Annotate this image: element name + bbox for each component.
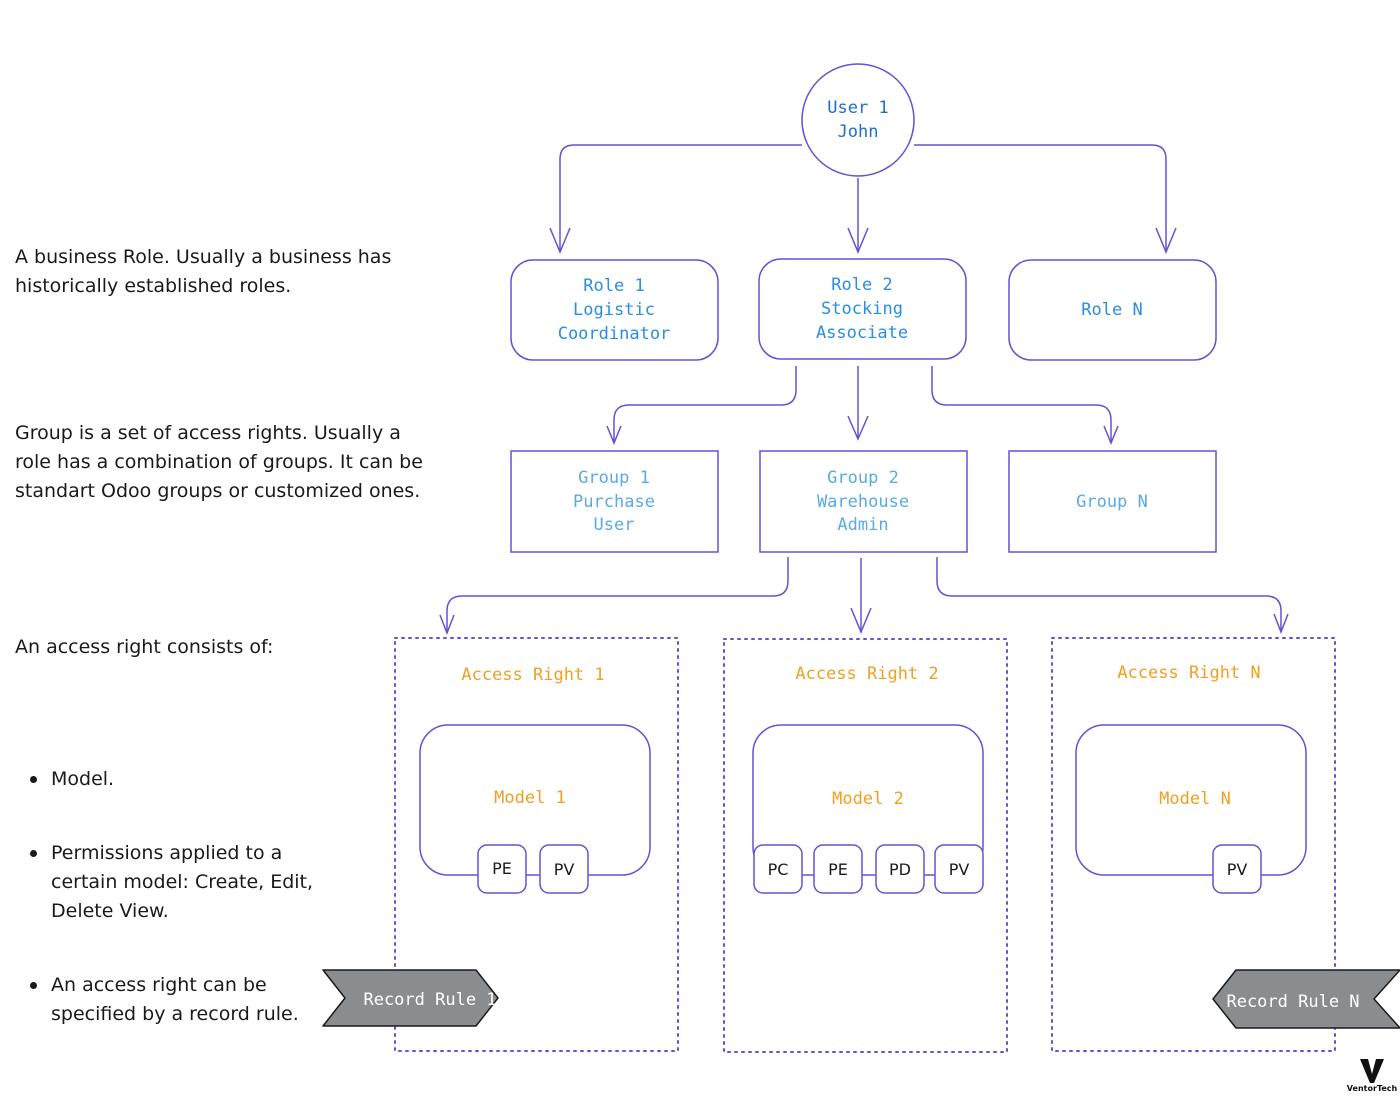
permission-label: PD	[889, 860, 911, 879]
role-node-n: Role N	[1008, 259, 1217, 361]
connector-role2-groupN	[931, 366, 1112, 443]
access-right-2-title: Access Right 2	[795, 664, 938, 684]
role-2-line3: Associate	[816, 323, 908, 343]
group-node-1: Group 1 Purchase User	[510, 450, 719, 553]
bullet-model: Model.	[15, 765, 371, 794]
arrowhead-icon	[1273, 613, 1289, 635]
model-2-label: Model 2	[832, 789, 904, 809]
permission-label: PV	[1227, 860, 1248, 879]
arrowhead-icon	[1155, 227, 1177, 254]
connector-role2-group1	[613, 366, 797, 443]
record-rule-n-label: Record Rule N	[1226, 992, 1359, 1012]
permission-chip: PV	[539, 844, 589, 894]
model-1-label: Model 1	[494, 788, 566, 808]
arrowhead-icon	[847, 415, 869, 441]
role-node-2: Role 2 Stocking Associate	[758, 258, 967, 360]
group-node-2: Group 2 Warehouse Admin	[759, 450, 968, 553]
permission-chip: PE	[477, 844, 527, 894]
model-n-label: Model N	[1159, 789, 1231, 809]
role-2-line2: Stocking	[821, 299, 903, 319]
connector-user-role1	[559, 144, 802, 252]
user-node: User 1 John	[801, 63, 915, 177]
permission-label: PV	[949, 860, 970, 879]
access-right-description: An access right consists of:	[15, 636, 274, 658]
role-1-line3: Coordinator	[558, 324, 671, 344]
arrowhead-icon	[847, 227, 869, 254]
role-1-line1: Role 1	[583, 276, 644, 296]
permission-label: PC	[768, 860, 789, 879]
record-rule-1-label: Record Rule 1	[363, 990, 496, 1010]
arrowhead-icon	[439, 614, 455, 636]
access-right-1-title: Access Right 1	[461, 665, 604, 685]
role-2-line1: Role 2	[831, 275, 892, 295]
model-n-box	[1075, 724, 1307, 876]
access-right-n: Access Right N Model N PV	[1051, 637, 1336, 1052]
bullet-record-rule: An access right can be specified by a re…	[15, 971, 371, 1029]
group-2-line3: Admin	[837, 515, 888, 535]
arrowhead-icon	[1103, 425, 1119, 445]
ventortech-logo: VentorTech	[1344, 1056, 1400, 1093]
group-2-line2: Warehouse	[817, 492, 909, 512]
group-description: Group is a set of access rights. Usually…	[15, 422, 423, 502]
record-rule-1-banner: Record Rule 1	[322, 969, 499, 1027]
connector-group2-arN	[936, 557, 1282, 632]
group-to-access-rights-connectors	[439, 557, 1289, 636]
permission-label: PE	[492, 859, 512, 878]
permission-chip: PC	[753, 844, 803, 894]
record-rule-n-banner: Record Rule N	[1212, 969, 1400, 1029]
model-1-box	[419, 724, 651, 876]
role-1-line2: Logistic	[573, 300, 655, 320]
role-to-groups-connectors	[606, 366, 1119, 445]
connector-group2-ar1	[446, 557, 789, 633]
role-description: A business Role. Usually a business has …	[15, 246, 392, 297]
permission-chip: PV	[934, 844, 984, 894]
access-right-2: Access Right 2 Model 2 PC PE PD PV	[723, 638, 1008, 1053]
model-2-box	[752, 724, 984, 876]
connector-user-roleN	[914, 144, 1167, 252]
group-1-line1: Group 1	[578, 468, 650, 488]
access-right-n-title: Access Right N	[1117, 663, 1260, 683]
arrowhead-icon	[850, 607, 872, 634]
group-1-line3: User	[594, 515, 635, 535]
user-name-line1: User 1	[827, 98, 888, 118]
permission-chip: PE	[813, 844, 863, 894]
ventortech-logo-icon	[1360, 1059, 1384, 1083]
permission-label: PE	[828, 860, 848, 879]
bullet-permissions: Permissions applied to a certain model: …	[15, 839, 371, 926]
group-n-line1: Group N	[1076, 492, 1148, 512]
arrowhead-icon	[606, 425, 622, 445]
role-n-line1: Role N	[1081, 300, 1142, 320]
access-right-1: Access Right 1 Model 1 PE PV	[394, 637, 679, 1052]
arrowhead-icon	[549, 227, 571, 254]
group-2-line1: Group 2	[827, 468, 899, 488]
permission-chip: PV	[1212, 844, 1262, 894]
logo-caption: VentorTech	[1346, 1084, 1398, 1093]
permission-chip: PD	[875, 844, 925, 894]
role-node-1: Role 1 Logistic Coordinator	[510, 259, 719, 361]
user-to-roles-connectors	[549, 144, 1177, 254]
group-node-n: Group N	[1008, 450, 1217, 553]
permission-label: PV	[554, 860, 575, 879]
user-name-line2: John	[838, 122, 879, 142]
group-1-line2: Purchase	[573, 492, 655, 512]
